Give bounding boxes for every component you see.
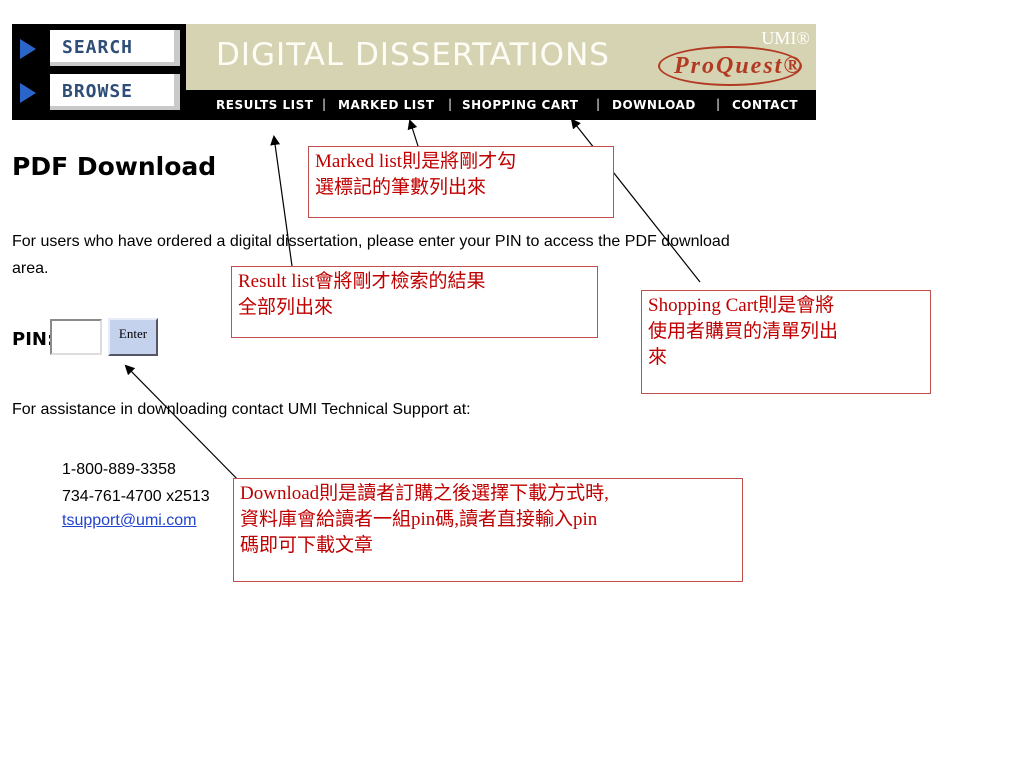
nav-separator: | — [596, 97, 601, 111]
arrow-to-results-list — [270, 135, 293, 267]
phone-number: 1-800-889-3358 — [62, 461, 176, 478]
callout-results-list: Result list會將剛才檢索的結果 全部列出來 — [231, 266, 598, 338]
callout-line: 來 — [648, 347, 668, 368]
nav-separator: | — [322, 97, 327, 111]
nav-contact[interactable]: CONTACT — [732, 98, 799, 112]
top-navbar: RESULTS LIST | MARKED LIST | SHOPPING CA… — [186, 90, 816, 120]
page-title: PDF Download — [12, 152, 217, 181]
callout-marked-list: Marked list則是將剛才勾 選標記的筆數列出來 — [308, 146, 614, 218]
nav-shopping-cart[interactable]: SHOPPING CART — [462, 98, 579, 112]
nav-marked-list[interactable]: MARKED LIST — [338, 98, 435, 112]
callout-line: Marked list則是將剛才勾 — [315, 151, 517, 172]
callout-shopping-cart: Shopping Cart則是會將 使用者購買的清單列出 來 — [641, 290, 931, 394]
browse-button-label: BROWSE — [62, 81, 134, 102]
assistance-text: For assistance in downloading contact UM… — [12, 401, 471, 418]
arrow-right-icon — [20, 39, 36, 59]
proquest-logo: ProQuest® — [658, 46, 808, 86]
logo-ring-icon — [658, 46, 802, 86]
callout-line: Download則是讀者訂購之後選擇下載方式時, — [240, 483, 609, 504]
arrow-to-marked-list — [407, 119, 419, 147]
nav-separator: | — [716, 97, 721, 111]
callout-download: Download則是讀者訂購之後選擇下載方式時, 資料庫會給讀者一組pin碼,讀… — [233, 478, 743, 582]
callout-line: 選標記的筆數列出來 — [315, 177, 487, 198]
browse-button[interactable]: BROWSE — [50, 74, 180, 110]
umi-logo: UMI® — [761, 28, 810, 48]
intro-text-cont: area. — [12, 260, 49, 277]
support-email-link[interactable]: tsupport@umi.com — [62, 512, 197, 529]
callout-line: Result list會將剛才檢索的結果 — [238, 271, 486, 292]
search-button[interactable]: SEARCH — [50, 30, 180, 66]
proquest-wordmark: ProQuest® — [674, 53, 804, 79]
intro-text: For users who have ordered a digital dis… — [12, 233, 730, 250]
phone-number-ext: 734-761-4700 x2513 — [62, 488, 210, 505]
callout-line: 資料庫會給讀者一組pin碼,讀者直接輸入pin — [240, 509, 598, 530]
nav-results-list[interactable]: RESULTS LIST — [216, 98, 314, 112]
nav-separator: | — [448, 97, 453, 111]
callout-line: 碼即可下載文章 — [240, 535, 374, 556]
site-header: SEARCH BROWSE DIGITAL DISSERTATIONS UMI®… — [12, 24, 816, 120]
pin-label: PIN: — [12, 329, 55, 350]
nav-download[interactable]: DOWNLOAD — [612, 98, 696, 112]
enter-button[interactable]: Enter — [108, 318, 158, 356]
side-nav: SEARCH BROWSE — [12, 24, 186, 120]
pin-input[interactable] — [50, 319, 102, 355]
banner: DIGITAL DISSERTATIONS UMI® ProQuest® — [186, 24, 816, 90]
arrow-to-pin-input — [124, 364, 247, 489]
arrow-right-icon — [20, 83, 36, 103]
banner-title: DIGITAL DISSERTATIONS — [216, 37, 610, 73]
callout-line: 使用者購買的清單列出 — [648, 321, 839, 342]
search-button-label: SEARCH — [62, 37, 134, 58]
callout-line: Shopping Cart則是會將 — [648, 295, 835, 316]
callout-line: 全部列出來 — [238, 297, 334, 318]
